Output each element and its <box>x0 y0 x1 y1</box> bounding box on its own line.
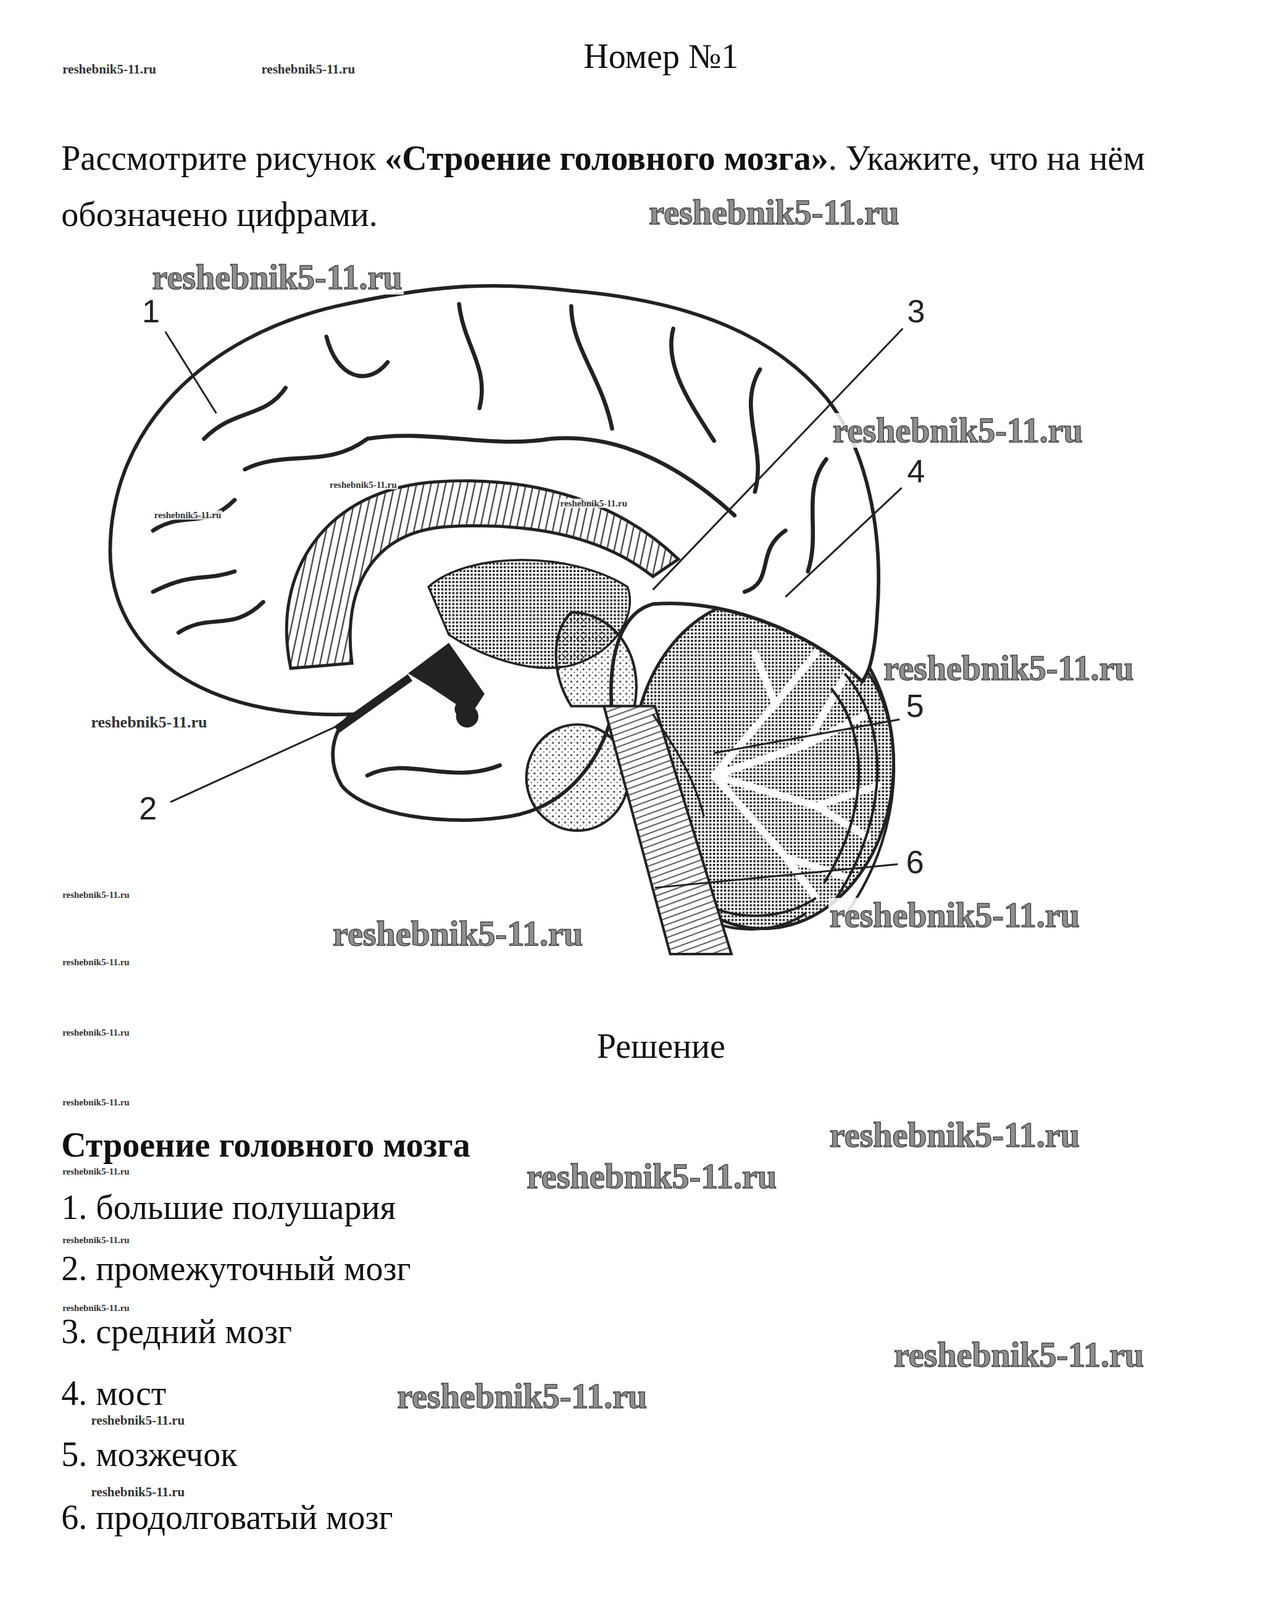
watermark: reshebnik5-11.ru <box>89 1484 186 1498</box>
answer-item: 6. продолговатый мозг <box>61 1499 393 1535</box>
watermark: reshebnik5-11.ru <box>151 259 404 295</box>
watermark: reshebnik5-11.ru <box>61 1166 131 1177</box>
watermark: reshebnik5-11.ru <box>61 1027 131 1038</box>
watermark: reshebnik5-11.ru <box>61 1234 131 1244</box>
watermark: reshebnik5-11.ru <box>61 62 158 76</box>
callout-number: 4 <box>906 454 925 488</box>
solution-heading: Решение <box>596 1028 726 1064</box>
watermark: reshebnik5-11.ru <box>89 714 209 731</box>
midbrain <box>556 611 637 706</box>
hypothalamus <box>408 642 485 717</box>
watermark: reshebnik5-11.ru <box>831 412 1085 448</box>
leader-lines <box>165 328 904 888</box>
watermark: reshebnik5-11.ru <box>331 916 584 951</box>
watermark: reshebnik5-11.ru <box>89 1413 186 1427</box>
callout-number: 2 <box>138 792 157 825</box>
callout-number: 6 <box>906 845 925 878</box>
watermark: reshebnik5-11.ru <box>61 890 131 900</box>
watermark: reshebnik5-11.ru <box>882 650 1135 686</box>
watermark: reshebnik5-11.ru <box>61 1096 131 1107</box>
medulla <box>603 705 732 954</box>
answer-item: 2. промежуточный мозг <box>61 1250 411 1286</box>
watermark: reshebnik5-11.ru <box>153 510 223 520</box>
watermark: reshebnik5-11.ru <box>559 498 630 508</box>
answer-item: 5. мозжечок <box>61 1436 238 1472</box>
answer-item: 3. средний мозг <box>61 1313 292 1349</box>
sulci <box>153 303 827 775</box>
watermark: reshebnik5-11.ru <box>61 957 131 967</box>
watermark: reshebnik5-11.ru <box>328 479 399 489</box>
answer-item: 1. большие полушария <box>61 1189 396 1225</box>
page-title: Номер №1 <box>583 38 739 74</box>
watermark: reshebnik5-11.ru <box>525 1158 778 1194</box>
watermark: reshebnik5-11.ru <box>892 1337 1146 1372</box>
section-heading: Строение головного мозга <box>61 1127 470 1162</box>
watermark: reshebnik5-11.ru <box>61 1303 131 1313</box>
callout-number: 3 <box>906 295 925 328</box>
question-text: «Строение головного мозга» <box>384 138 828 178</box>
question-text: Рассмотрите рисунок <box>61 138 376 178</box>
answer-item: 4. мост <box>61 1375 167 1410</box>
watermark: reshebnik5-11.ru <box>395 1378 649 1414</box>
watermark: reshebnik5-11.ru <box>259 62 357 76</box>
callout-number: 5 <box>906 689 925 722</box>
fourth-ventricle <box>653 714 705 817</box>
pituitary <box>456 704 479 728</box>
callout-number: 1 <box>141 295 160 328</box>
watermark: reshebnik5-11.ru <box>647 195 901 230</box>
cerebrum-outline <box>109 285 879 820</box>
watermark: reshebnik5-11.ru <box>828 897 1081 933</box>
watermark: reshebnik5-11.ru <box>828 1117 1081 1152</box>
